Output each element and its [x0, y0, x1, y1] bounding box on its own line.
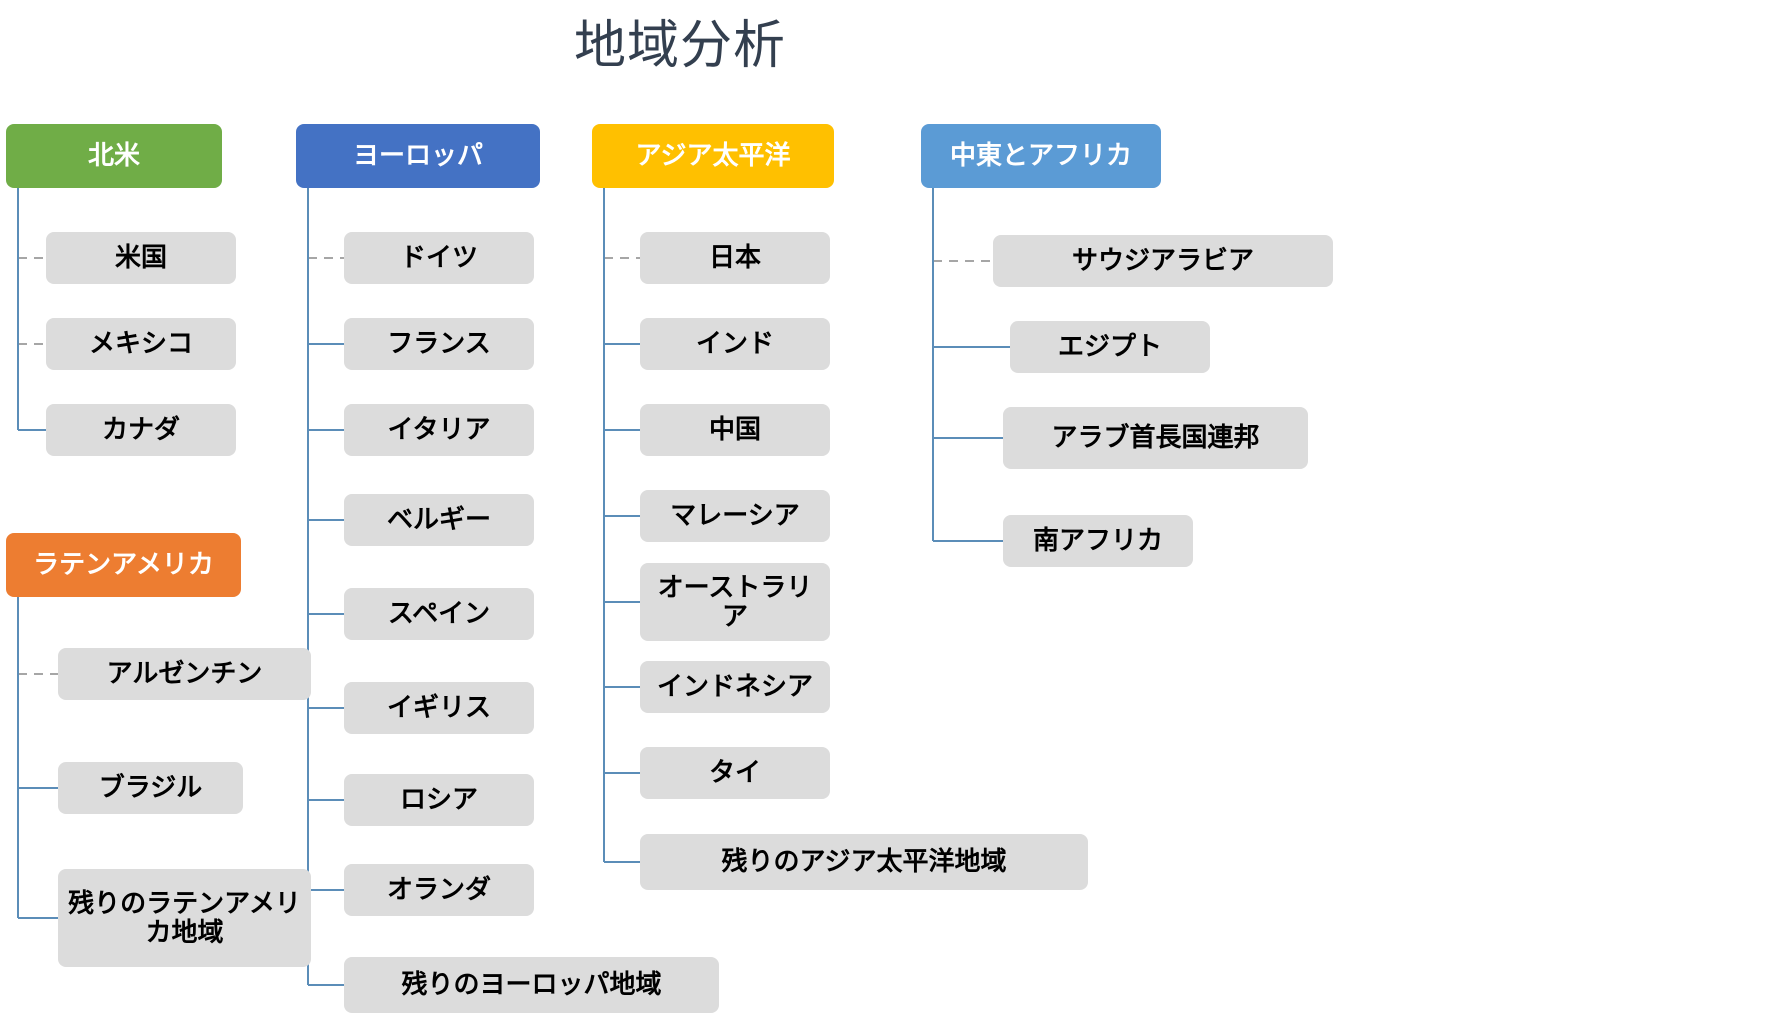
branch-root-asia-pacific[interactable]: アジア太平洋 — [592, 124, 834, 188]
branch-root-middle-east-africa[interactable]: 中東とアフリカ — [921, 124, 1161, 188]
node-label: マレーシア — [670, 500, 800, 531]
branch-root-north-america[interactable]: 北米 — [6, 124, 222, 188]
node-latin-america-child-2[interactable]: 残りのラテンアメリカ地域 — [58, 869, 311, 967]
node-label: タイ — [708, 757, 761, 788]
node-europe-child-2[interactable]: イタリア — [344, 404, 534, 456]
node-latin-america-child-1[interactable]: ブラジル — [58, 762, 243, 814]
node-label: アルゼンチン — [106, 658, 263, 689]
node-label: 残りのアジア太平洋地域 — [721, 846, 1007, 877]
page-title: 地域分析 — [573, 17, 786, 75]
node-middle-east-africa-child-2[interactable]: アラブ首長国連邦 — [1003, 407, 1308, 469]
node-europe-child-7[interactable]: オランダ — [344, 864, 534, 916]
node-north-america-child-2[interactable]: カナダ — [46, 404, 236, 456]
node-label: イギリス — [386, 692, 491, 723]
node-asia-pacific-child-3[interactable]: マレーシア — [640, 490, 830, 542]
node-label: 残りのヨーロッパ地域 — [401, 969, 662, 1000]
node-asia-pacific-child-4[interactable]: オーストラリア — [640, 563, 830, 641]
node-middle-east-africa-child-0[interactable]: サウジアラビア — [993, 235, 1333, 287]
branch-root-latin-america[interactable]: ラテンアメリカ — [6, 533, 241, 597]
node-label: メキシコ — [88, 328, 193, 359]
node-label: インド — [695, 328, 774, 359]
node-europe-child-5[interactable]: イギリス — [344, 682, 534, 734]
node-middle-east-africa-child-3[interactable]: 南アフリカ — [1003, 515, 1193, 567]
node-latin-america-child-0[interactable]: アルゼンチン — [58, 648, 311, 700]
node-label: エジプト — [1057, 331, 1162, 362]
node-label: 残りのラテンアメリカ地域 — [68, 887, 301, 947]
node-label: 中国 — [708, 414, 761, 445]
node-label: 米国 — [114, 242, 167, 273]
node-north-america-child-0[interactable]: 米国 — [46, 232, 236, 284]
node-europe-child-0[interactable]: ドイツ — [344, 232, 534, 284]
node-asia-pacific-child-1[interactable]: インド — [640, 318, 830, 370]
node-label: オーストラリア — [657, 571, 813, 631]
node-label: ロシア — [399, 784, 478, 815]
branch-root-europe[interactable]: ヨーロッパ — [296, 124, 540, 188]
node-asia-pacific-child-7[interactable]: 残りのアジア太平洋地域 — [640, 834, 1088, 890]
node-europe-child-3[interactable]: ベルギー — [344, 494, 534, 546]
node-europe-child-1[interactable]: フランス — [344, 318, 534, 370]
node-asia-pacific-child-0[interactable]: 日本 — [640, 232, 830, 284]
node-europe-child-6[interactable]: ロシア — [344, 774, 534, 826]
node-label: アラブ首長国連邦 — [1051, 422, 1260, 453]
node-label: カナダ — [101, 414, 180, 445]
node-label: スペイン — [387, 598, 491, 629]
node-label: ドイツ — [399, 242, 478, 273]
node-europe-child-8[interactable]: 残りのヨーロッパ地域 — [344, 957, 719, 1013]
node-asia-pacific-child-2[interactable]: 中国 — [640, 404, 830, 456]
node-asia-pacific-child-6[interactable]: タイ — [640, 747, 830, 799]
node-label: サウジアラビア — [1071, 245, 1254, 276]
node-label: 日本 — [708, 242, 761, 273]
node-label: オランダ — [386, 874, 491, 905]
node-north-america-child-1[interactable]: メキシコ — [46, 318, 236, 370]
node-europe-child-4[interactable]: スペイン — [344, 588, 534, 640]
node-label: ブラジル — [98, 772, 203, 803]
node-label: インドネシア — [656, 671, 813, 702]
node-asia-pacific-child-5[interactable]: インドネシア — [640, 661, 830, 713]
node-label: 南アフリカ — [1032, 525, 1163, 556]
node-label: フランス — [387, 328, 491, 359]
node-middle-east-africa-child-1[interactable]: エジプト — [1010, 321, 1210, 373]
node-label: イタリア — [387, 414, 491, 445]
node-label: ベルギー — [386, 504, 491, 535]
